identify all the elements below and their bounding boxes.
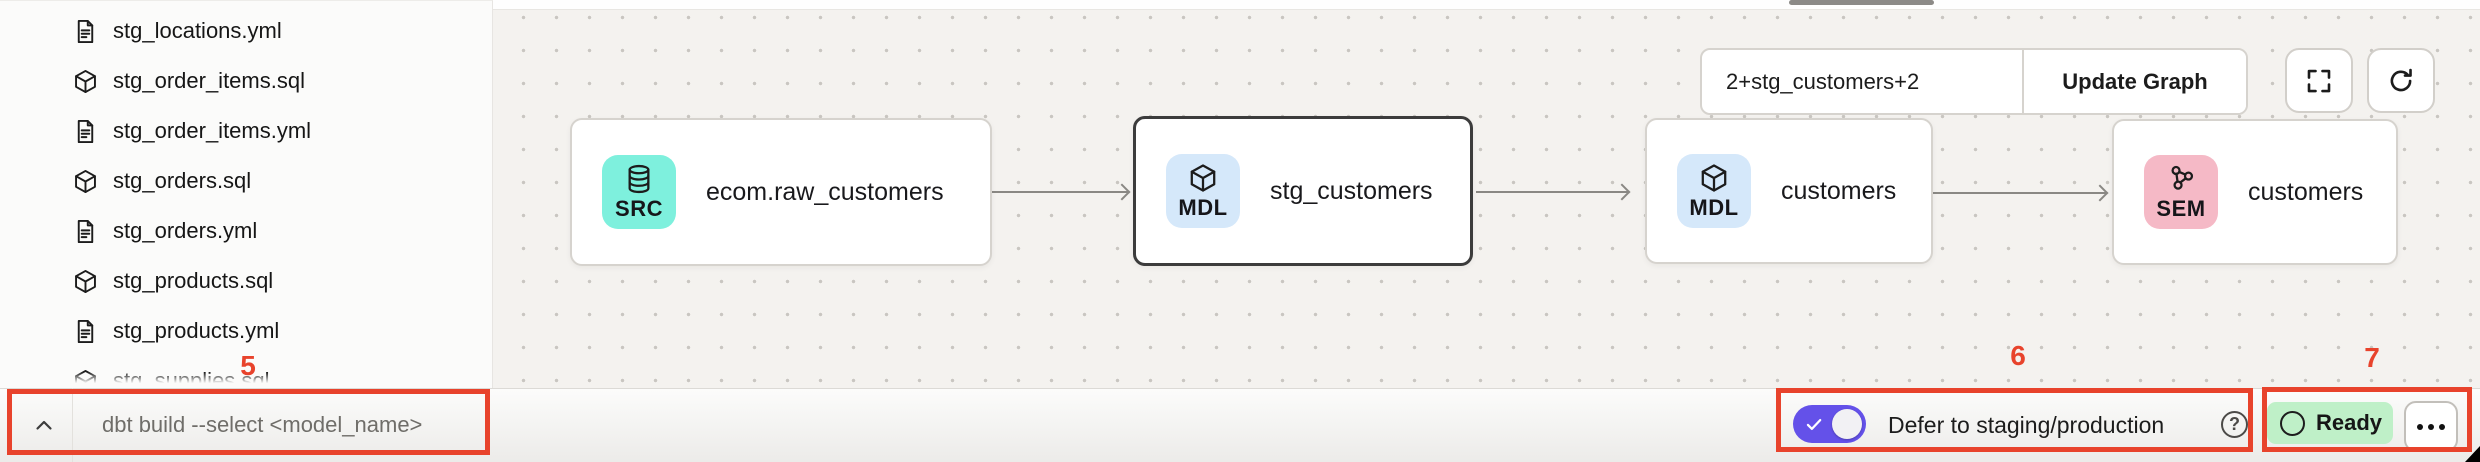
toggle-knob (1832, 409, 1862, 439)
refresh-icon (2390, 68, 2412, 91)
model-badge: MDL (1677, 154, 1751, 228)
expand-command-bar-button[interactable] (22, 404, 66, 448)
model-cube-icon (75, 269, 96, 293)
file-item-stg-order-items-sql[interactable]: stg_order_items.sql (0, 56, 492, 106)
defer-label: Defer to staging/production (1888, 411, 2165, 438)
file-document-icon (77, 319, 94, 343)
badge-label: SEM (2156, 195, 2206, 221)
check-icon (1806, 418, 1822, 431)
ellipsis-icon (2417, 423, 2423, 430)
badge-label: MDL (1689, 194, 1739, 220)
selector-input[interactable] (1702, 50, 2022, 113)
semantic-badge: SEM (2144, 155, 2218, 229)
lineage-node-customers-model[interactable]: MDL customers (1645, 118, 1933, 264)
fullscreen-icon (2307, 69, 2331, 92)
update-graph-button[interactable]: Update Graph (2022, 50, 2246, 113)
edge-customers-to-sem-customers (1933, 192, 2107, 194)
canvas-top-strip (493, 0, 2480, 9)
file-item-stg-products-yml[interactable]: stg_products.yml (0, 306, 492, 356)
file-item-stg-orders-yml[interactable]: stg_orders.yml (0, 206, 492, 256)
horizontal-scrollbar-thumb[interactable] (1789, 0, 1934, 5)
model-cube-icon (75, 69, 96, 93)
model-badge: MDL (1166, 154, 1240, 228)
more-options-button[interactable] (2404, 401, 2458, 452)
file-item-stg-products-sql[interactable]: stg_products.sql (0, 256, 492, 306)
node-label: ecom.raw_customers (706, 177, 944, 206)
ide-status-badge[interactable]: Ready (2267, 402, 2393, 444)
file-explorer: stg_locations.yml stg_order_items.sql st… (0, 0, 493, 388)
file-name: stg_order_items.sql (113, 68, 305, 93)
file-document-icon (77, 219, 94, 243)
file-item-stg-orders-sql[interactable]: stg_orders.sql (0, 156, 492, 206)
file-list: stg_locations.yml stg_order_items.sql st… (0, 1, 492, 388)
defer-toggle[interactable] (1793, 405, 1866, 443)
file-name: stg_orders.sql (113, 168, 252, 193)
badge-label: MDL (1178, 194, 1228, 220)
file-document-icon (77, 19, 94, 43)
file-name: stg_products.yml (113, 318, 280, 343)
lineage-node-stg-customers-selected[interactable]: MDL stg_customers (1133, 116, 1473, 266)
help-icon[interactable]: ? (2221, 411, 2248, 438)
file-item-stg-locations-yml[interactable]: stg_locations.yml (0, 6, 492, 56)
network-icon (2171, 165, 2194, 190)
refresh-button[interactable] (2367, 48, 2435, 113)
node-label: customers (1781, 176, 1897, 205)
file-document-icon (77, 119, 94, 143)
badge-label: SRC (615, 195, 663, 221)
node-label: stg_customers (1270, 176, 1433, 205)
cube-icon (1701, 163, 1727, 192)
file-item-stg-order-items-yml[interactable]: stg_order_items.yml (0, 106, 492, 156)
command-input[interactable]: dbt build --select <model_name> (102, 412, 423, 437)
edge-stg-customers-to-customers (1476, 191, 1629, 193)
file-name: stg_orders.yml (113, 218, 258, 243)
lineage-node-customers-semantic[interactable]: SEM customers (2112, 119, 2398, 265)
file-name: stg_locations.yml (113, 18, 282, 43)
cube-icon (1190, 163, 1216, 192)
lineage-node-ecom-raw-customers[interactable]: SRC ecom.raw_customers (570, 118, 992, 266)
model-cube-icon (75, 169, 96, 193)
sidebar-bottom-fade (0, 372, 491, 388)
file-name: stg_order_items.yml (113, 118, 312, 143)
status-text: Ready (2316, 410, 2383, 435)
source-badge: SRC (602, 155, 676, 229)
database-icon (628, 164, 650, 193)
status-bar-divider (72, 388, 73, 462)
fullscreen-button[interactable] (2285, 48, 2353, 113)
graph-selector-group: Update Graph (1700, 48, 2248, 115)
edge-raw-customers-to-stg-customers (992, 191, 1129, 193)
node-label: customers (2248, 177, 2364, 206)
status-circle-icon (2280, 410, 2305, 436)
chevron-up-icon (36, 420, 52, 430)
status-bar (0, 388, 2480, 462)
file-name: stg_products.sql (113, 268, 274, 293)
